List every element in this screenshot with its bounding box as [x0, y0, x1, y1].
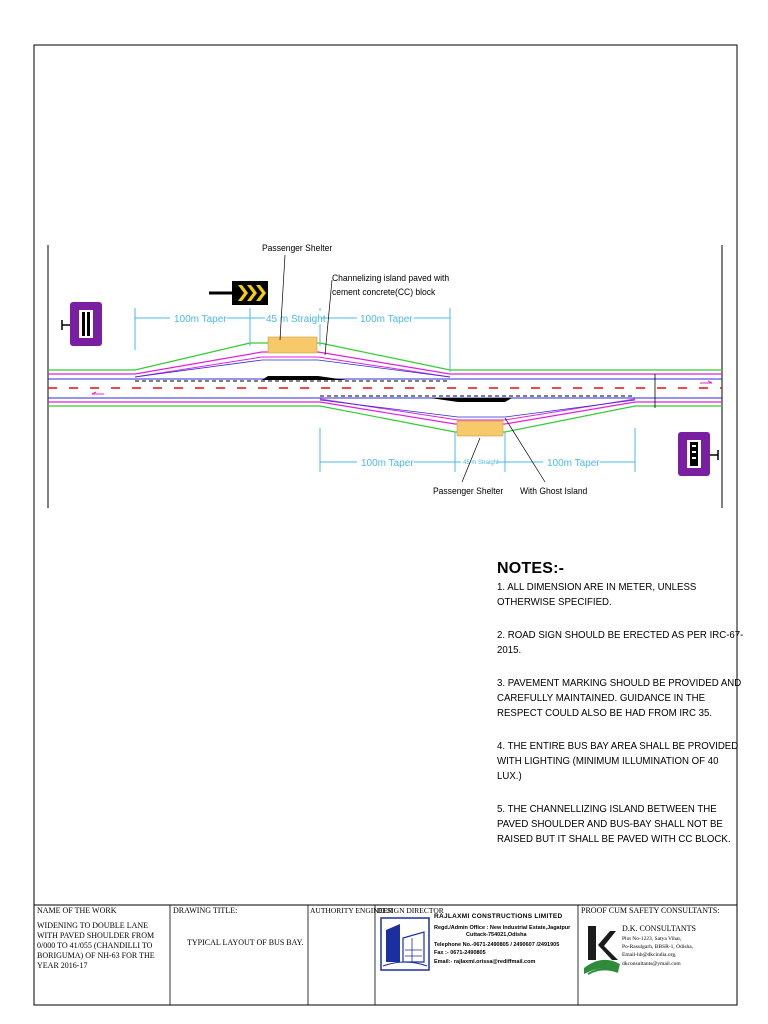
label-channelizing-line1: Channelizing island paved with	[332, 273, 449, 284]
passenger-shelter-bottom	[456, 420, 504, 437]
contractor-email: Email:- rajlaxmi.orissa@rediffmail.com	[434, 959, 536, 965]
bus-bay-bottom-inner	[319, 398, 636, 421]
direction-arrow-left	[91, 391, 104, 395]
contractor-office: Regd./Admin Office : New Industrial Esta…	[434, 925, 571, 931]
dim-bottom-taper-right: 100m Taper	[547, 458, 600, 469]
design-director-label: DESIGN DIRECTOR	[377, 906, 444, 915]
name-of-work: WIDENING TO DOUBLE LANE WITH PAVED SHOUL…	[37, 921, 155, 970]
chevron-warning-sign-icon	[209, 281, 268, 305]
authority-engineer-label: AUTHORITY ENGINEER	[310, 906, 393, 915]
name-of-work-label: NAME OF THE WORK	[37, 906, 117, 915]
note-item: 2. ROAD SIGN SHOULD BE ERECTED AS PER IR…	[497, 629, 744, 656]
consultant-email-1: Email-hb@dkcindia.org,	[622, 952, 677, 958]
consultant-address-1: Plot No-1223, Satya Vihar,	[622, 936, 682, 942]
label-passenger-shelter-bottom: Passenger Shelter	[433, 486, 503, 497]
drawing-title: TYPICAL LAYOUT OF BUS BAY.	[187, 938, 304, 947]
sheet-border	[33, 44, 738, 1006]
label-ghost-island: With Ghost Island	[520, 486, 587, 497]
road-edge-green-top	[48, 342, 722, 371]
ghost-island-bottom	[430, 398, 512, 402]
contractor-name: RAJLAXMI CONSTRUCTIONS LIMITED	[434, 913, 563, 920]
drawing-title-label: DRAWING TITLE:	[173, 906, 238, 915]
bus-bay-top-inner	[134, 356, 451, 378]
consultant-address-2: Po-Rasulgarh, BBSR-1, Odisha,	[622, 944, 694, 950]
bus-bay-bottom-outer	[48, 401, 722, 425]
note-item: 1. ALL DIMENSION ARE IN METER, UNLESS OT…	[497, 581, 697, 608]
leader-lines	[279, 254, 546, 483]
contractor-fax: Fax :- 0671-2490805	[434, 950, 486, 956]
label-passenger-shelter-top: Passenger Shelter	[262, 243, 332, 254]
bus-stop-sign-icon	[678, 432, 719, 476]
road-edge-green-bottom	[48, 405, 722, 433]
note-item: 5. THE CHANNELLIZING ISLAND BETWEEN THE …	[497, 803, 731, 845]
consultant-name: D.K. CONSULTANTS	[622, 924, 696, 933]
direction-arrow-right	[700, 380, 713, 384]
note-item: 3. PAVEMENT MARKING SHOULD BE PROVIDED A…	[497, 677, 742, 719]
dim-top-straight: 45 m Straight	[266, 314, 326, 325]
bus-bay-top-blue	[134, 359, 451, 378]
dim-top-taper-left: 100m Taper	[174, 314, 227, 325]
consultant-label: PROOF CUM SAFETY CONSULTANTS:	[581, 906, 720, 915]
bus-bay-top-outer	[48, 351, 722, 375]
contractor-phone: Telephone No.-0671-2490805 / 2490607 /24…	[434, 942, 560, 948]
dim-top-taper-right: 100m Taper	[360, 314, 413, 325]
notes-panel: NOTES:- 1. ALL DIMENSION ARE IN METER, U…	[497, 560, 747, 847]
dim-bottom-straight: 45 m Straight	[463, 460, 499, 466]
passenger-shelter-top	[267, 336, 318, 354]
contractor-logo	[380, 917, 430, 971]
label-channelizing-line2: cement concrete(CC) block	[332, 287, 436, 298]
dim-bottom-taper-left: 100m Taper	[361, 458, 414, 469]
notes-title: NOTES:-	[497, 560, 565, 577]
ghost-island-top	[262, 376, 346, 380]
consultant-logo	[583, 922, 620, 975]
consultant-email-2: dkconsultants@ymail.com	[622, 961, 681, 967]
note-item: 4. THE ENTIRE BUS BAY AREA SHALL BE PROV…	[497, 740, 739, 782]
contractor-city: Cuttack-754021,Odisha	[466, 932, 527, 938]
bus-bay-bottom-blue	[319, 399, 636, 418]
bus-stop-sign-icon	[61, 302, 102, 346]
